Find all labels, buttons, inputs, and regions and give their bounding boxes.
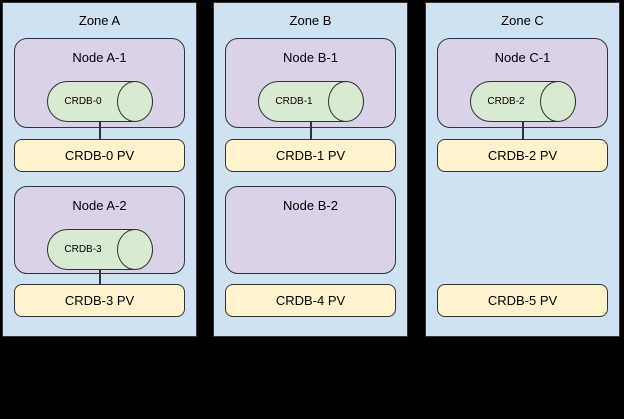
node-a-2-label: Node A-2 (72, 198, 127, 213)
zone-c: Zone C Node C-1 CRDB-2 CRDB-2 PV CRDB-5 … (425, 2, 620, 337)
crdb-2-pv-connector-line (522, 121, 524, 141)
crdb-0-pv-label: CRDB-0 PV (64, 148, 135, 163)
node-c-1-label: Node C-1 (494, 50, 551, 65)
crdb-1-pv-connector-line (310, 121, 312, 141)
crdb-4-pv-box: CRDB-4 PV (225, 284, 396, 317)
crdb-1-label: CRDB-1 (275, 96, 313, 107)
node-a-1: Node A-1 CRDB-0 (14, 38, 185, 128)
crdb-2-pv-box: CRDB-2 PV (437, 139, 608, 172)
cylinder-face-ellipse (117, 81, 153, 122)
crdb-0-label: CRDB-0 (64, 96, 102, 107)
cylinder-face-ellipse (117, 229, 153, 270)
crdb-3-pv-label: CRDB-3 PV (64, 293, 135, 308)
node-b-1-label: Node B-1 (283, 50, 338, 65)
node-b-2-label: Node B-2 (283, 198, 338, 213)
crdb-1-database-cylinder: CRDB-1 (258, 81, 364, 122)
crdb-3-pv-connector-line (99, 269, 101, 286)
crdb-0-database-cylinder: CRDB-0 (47, 81, 153, 122)
zone-a: Zone A Node A-1 CRDB-0 CRDB-0 PV Node A-… (2, 2, 197, 337)
crdb-1-pv-box: CRDB-1 PV (225, 139, 396, 172)
crdb-5-pv-label: CRDB-5 PV (487, 293, 558, 308)
crdb-2-label: CRDB-2 (487, 96, 525, 107)
crdb-0-pv-connector-line (99, 121, 101, 141)
crdb-5-pv-box: CRDB-5 PV (437, 284, 608, 317)
crdb-3-pv-box: CRDB-3 PV (14, 284, 185, 317)
crdb-1-pv-label: CRDB-1 PV (275, 148, 346, 163)
node-a-2: Node A-2 CRDB-3 (14, 186, 185, 274)
zone-b-label: Zone B (289, 13, 332, 28)
node-b-2: Node B-2 (225, 186, 396, 274)
crdb-3-label: CRDB-3 (64, 244, 102, 255)
node-a-1-label: Node A-1 (72, 50, 127, 65)
crdb-4-pv-label: CRDB-4 PV (275, 293, 346, 308)
zone-b: Zone B Node B-1 CRDB-1 CRDB-1 PV Node B-… (213, 2, 408, 337)
crdb-2-pv-label: CRDB-2 PV (487, 148, 558, 163)
zone-c-label: Zone C (501, 13, 544, 28)
crdb-0-pv-box: CRDB-0 PV (14, 139, 185, 172)
crdb-3-database-cylinder: CRDB-3 (47, 229, 153, 270)
cylinder-face-ellipse (328, 81, 364, 122)
cylinder-face-ellipse (540, 81, 576, 122)
crdb-2-database-cylinder: CRDB-2 (470, 81, 576, 122)
node-b-1: Node B-1 CRDB-1 (225, 38, 396, 128)
node-c-1: Node C-1 CRDB-2 (437, 38, 608, 128)
zone-a-label: Zone A (78, 13, 121, 28)
